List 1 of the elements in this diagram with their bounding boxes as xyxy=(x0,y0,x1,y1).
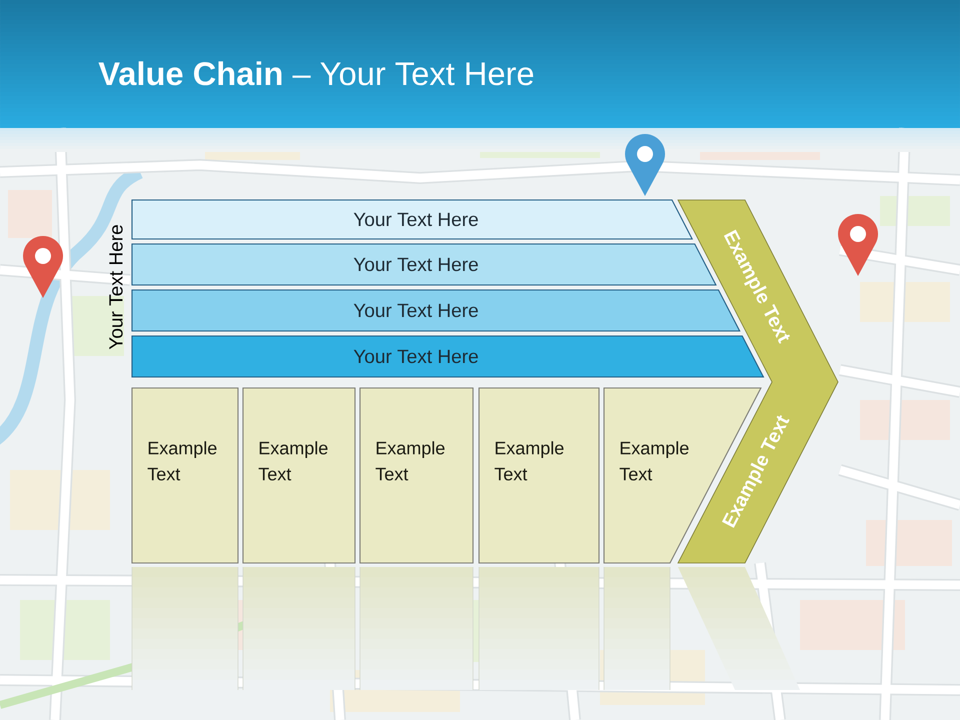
title: Value Chain – Your Text Here xyxy=(98,61,534,86)
